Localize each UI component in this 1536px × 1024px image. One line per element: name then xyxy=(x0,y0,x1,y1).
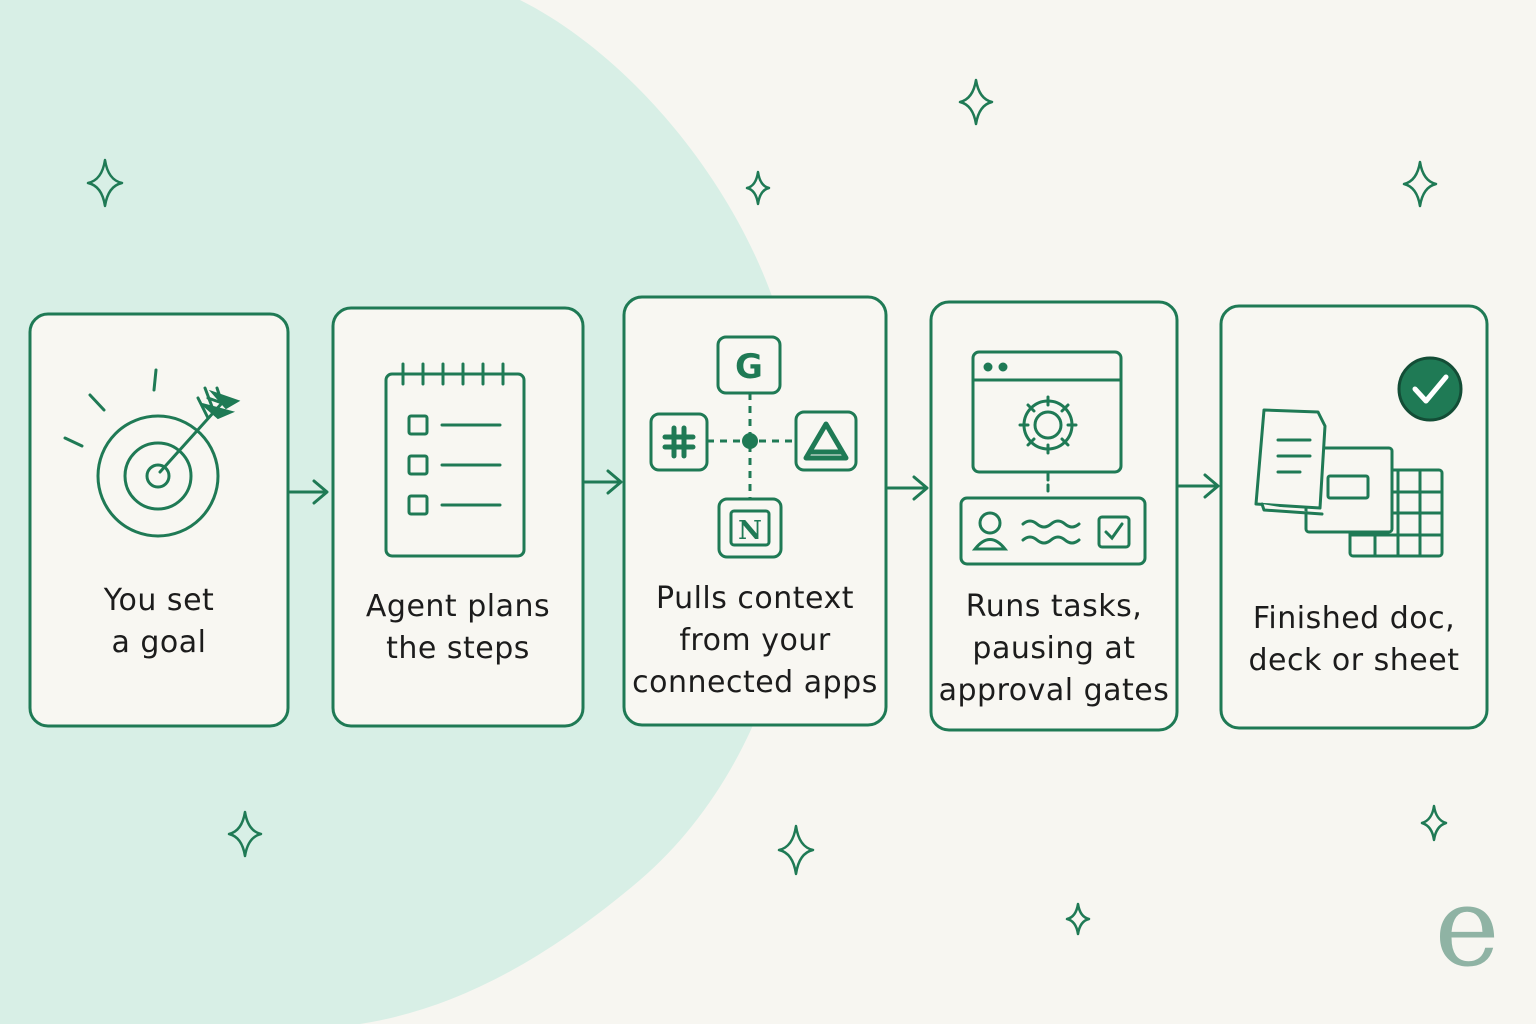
checklist-notepad-icon xyxy=(384,362,526,558)
gear-icon xyxy=(1018,395,1078,455)
flow-arrows xyxy=(288,469,1220,505)
sparkles xyxy=(86,78,1448,936)
step-card-2 xyxy=(331,306,585,728)
notion-logo-letter: N xyxy=(738,516,762,546)
slack-app-tile xyxy=(649,412,709,472)
task-runner-approval-icon xyxy=(959,350,1147,566)
step-label-1: You set a goal xyxy=(103,583,215,660)
user-avatar-icon xyxy=(971,511,1009,551)
step-card-4 xyxy=(929,300,1179,732)
target-with-arrow-icon xyxy=(63,368,241,538)
step-label-5: Finished doc, deck or sheet xyxy=(1248,601,1460,678)
finished-files-check-icon xyxy=(1254,356,1463,558)
sparkle-icon xyxy=(777,824,815,876)
arrow-right-icon xyxy=(583,469,623,495)
arrow-right-icon xyxy=(886,475,929,501)
sparkle-icon xyxy=(86,158,124,208)
sparkle-icon xyxy=(745,170,771,206)
step-label-3: Pulls context from your connected apps xyxy=(632,581,878,700)
connected-apps-hub-icon: G N xyxy=(649,335,858,559)
sparkle-icon xyxy=(1420,804,1448,842)
slide-deck-file-icon xyxy=(1304,446,1394,534)
step-label-4: Runs tasks, pausing at approval gates xyxy=(938,589,1170,708)
step-card-1 xyxy=(28,312,290,728)
google-app-tile: G xyxy=(716,335,782,395)
drive-app-tile xyxy=(794,410,858,472)
google-logo-letter: G xyxy=(735,347,763,387)
sparkle-icon xyxy=(1065,902,1091,936)
check-badge-icon xyxy=(1397,356,1463,422)
drive-logo-icon xyxy=(803,421,849,461)
sparkle-icon xyxy=(958,78,994,126)
sparkle-icon xyxy=(1402,160,1438,208)
step-label-2: Agent plans the steps xyxy=(365,589,551,666)
arrow-right-icon xyxy=(1177,473,1220,499)
brand-logo: e xyxy=(1434,863,1500,991)
document-file-icon xyxy=(1254,408,1327,516)
notion-app-tile: N xyxy=(717,497,783,559)
approval-checkbox-icon xyxy=(1097,515,1131,549)
slack-logo-icon xyxy=(662,425,696,459)
sparkle-icon xyxy=(227,810,263,858)
arrow-right-icon xyxy=(288,479,329,505)
